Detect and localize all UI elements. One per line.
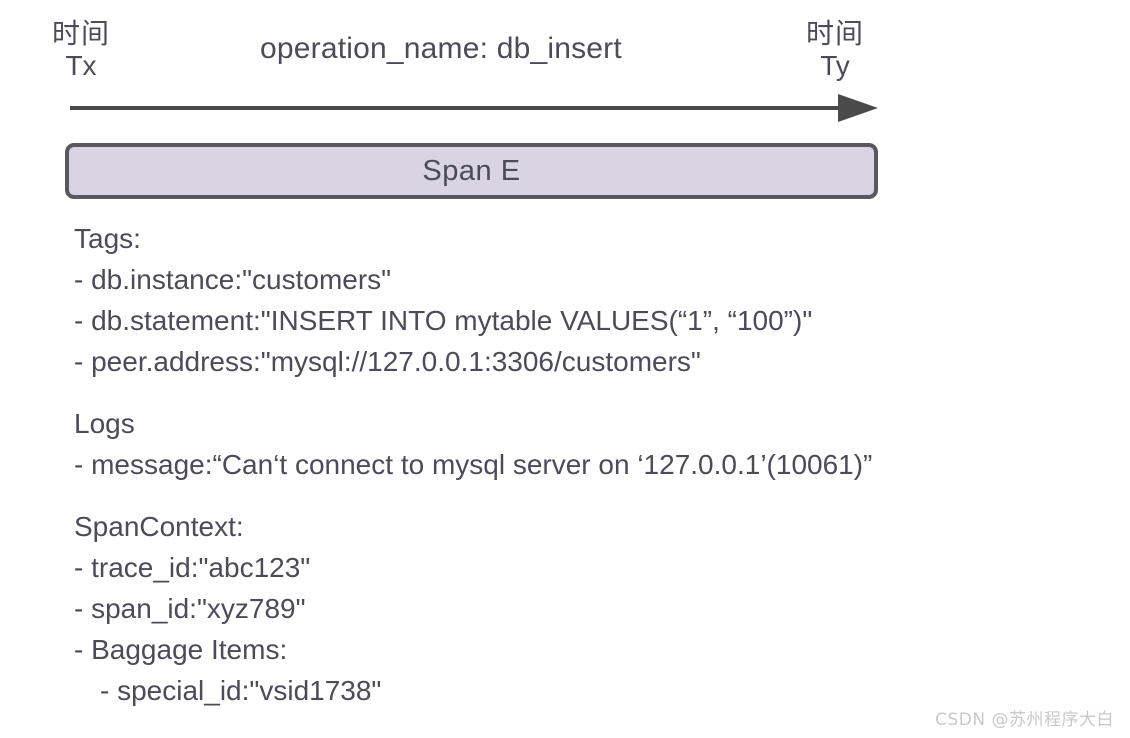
spancontext-line: - span_id:"xyz789" <box>74 593 306 624</box>
span-bar[interactable]: Span E <box>65 143 878 199</box>
section-title: Logs <box>74 408 135 439</box>
operation-name-title: operation_name: db_insert <box>260 32 622 65</box>
baggage-item-line: - special_id:"vsid1738" <box>100 675 382 706</box>
section-tags: Tags: - db.instance:"customers" - db.sta… <box>74 219 1114 382</box>
section-spancontext: SpanContext: - trace_id:"abc123" - span_… <box>74 507 1114 711</box>
tag-line: - db.statement:"INSERT INTO mytable VALU… <box>74 305 813 336</box>
watermark: CSDN @苏州程序大白 <box>935 710 1114 730</box>
tag-line: - peer.address:"mysql://127.0.0.1:3306/c… <box>74 346 701 377</box>
time-end-label: 时间 Ty <box>806 17 865 83</box>
timeline-arrow-icon <box>70 94 878 122</box>
section-logs: Logs - message:“Can‘t connect to mysql s… <box>74 404 1114 485</box>
log-line: - message:“Can‘t connect to mysql server… <box>74 449 873 480</box>
spancontext-line: - trace_id:"abc123" <box>74 552 311 583</box>
spancontext-line: - Baggage Items: <box>74 634 288 665</box>
timeline-header: 时间 Tx operation_name: db_insert 时间 Ty <box>0 0 1130 125</box>
tag-line: - db.instance:"customers" <box>74 264 392 295</box>
time-end-label-latin: Ty <box>820 50 850 82</box>
section-title: Tags: <box>74 223 141 254</box>
time-end-label-cn: 时间 <box>806 17 865 50</box>
time-start-label: 时间 Tx <box>52 17 111 83</box>
time-start-label-cn: 时间 <box>52 17 111 50</box>
span-bar-label: Span E <box>422 154 521 187</box>
time-start-label-latin: Tx <box>65 50 97 82</box>
section-title: SpanContext: <box>74 511 244 542</box>
span-details: Tags: - db.instance:"customers" - db.sta… <box>74 219 1114 711</box>
